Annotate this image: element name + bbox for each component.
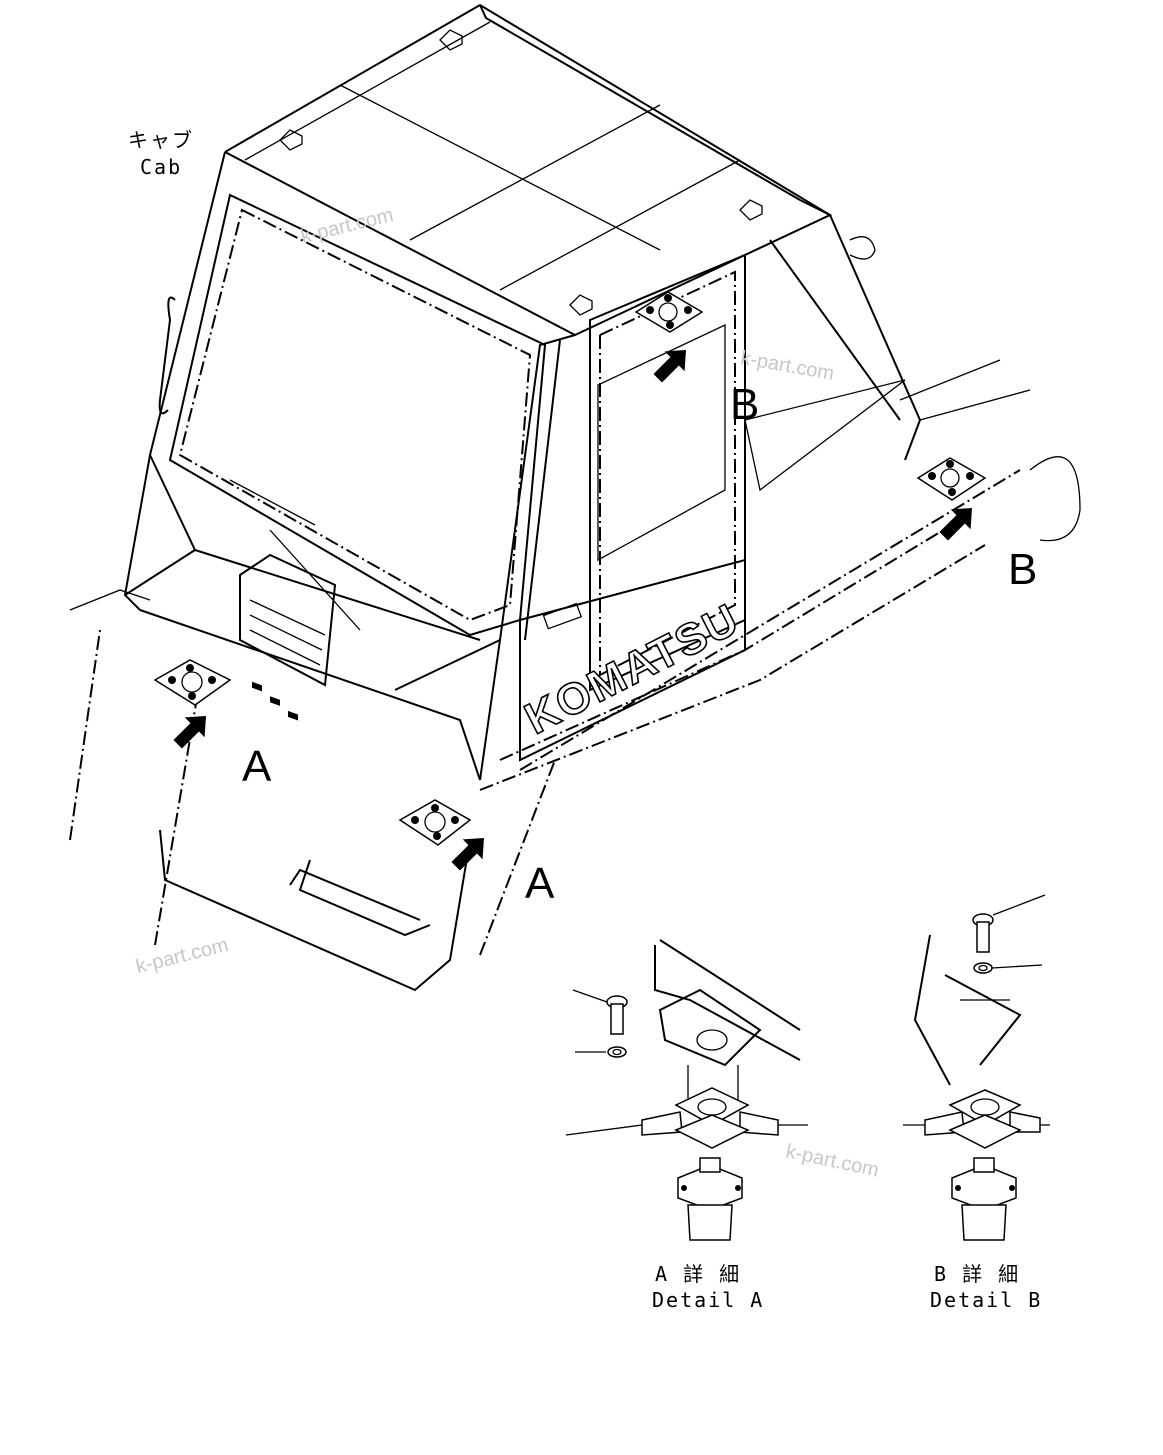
callout-b-right: B (1008, 545, 1038, 594)
arrow-a-left (173, 716, 206, 749)
callout-a-right: A (525, 859, 555, 908)
mount-front-right (398, 799, 472, 846)
detail-a-title-jp: A 詳 細 (655, 1262, 742, 1286)
detail-a-title-en: Detail A (652, 1288, 765, 1312)
title-en: Cab (140, 155, 183, 179)
mount-rear-right (916, 457, 987, 501)
detail-a-drawing (565, 939, 808, 1241)
callout-arrows (173, 350, 972, 871)
arrow-a-right (451, 838, 484, 871)
title-jp: キャブ (128, 128, 194, 152)
arrow-b-upper (653, 350, 686, 383)
detail-a-isolator (677, 1157, 743, 1241)
detail-b-isolator (951, 1157, 1017, 1241)
detail-a-bolt (572, 989, 628, 1058)
cab-body: KOMATSU (69, 3, 1081, 992)
callout-b-upper: B (730, 380, 760, 429)
komatsu-logo: KOMATSU (517, 594, 747, 744)
detail-b-drawing (903, 894, 1050, 1241)
mount-rear-upper (634, 291, 704, 333)
detail-b-title-jp: B 詳 細 (934, 1262, 1021, 1286)
mount-front-left (153, 659, 232, 706)
detail-b-title-en: Detail B (930, 1288, 1043, 1312)
detail-b-bolt (972, 894, 1046, 974)
arrow-b-right (939, 508, 972, 541)
mount-pads (153, 291, 987, 846)
callout-a-left: A (242, 742, 272, 791)
